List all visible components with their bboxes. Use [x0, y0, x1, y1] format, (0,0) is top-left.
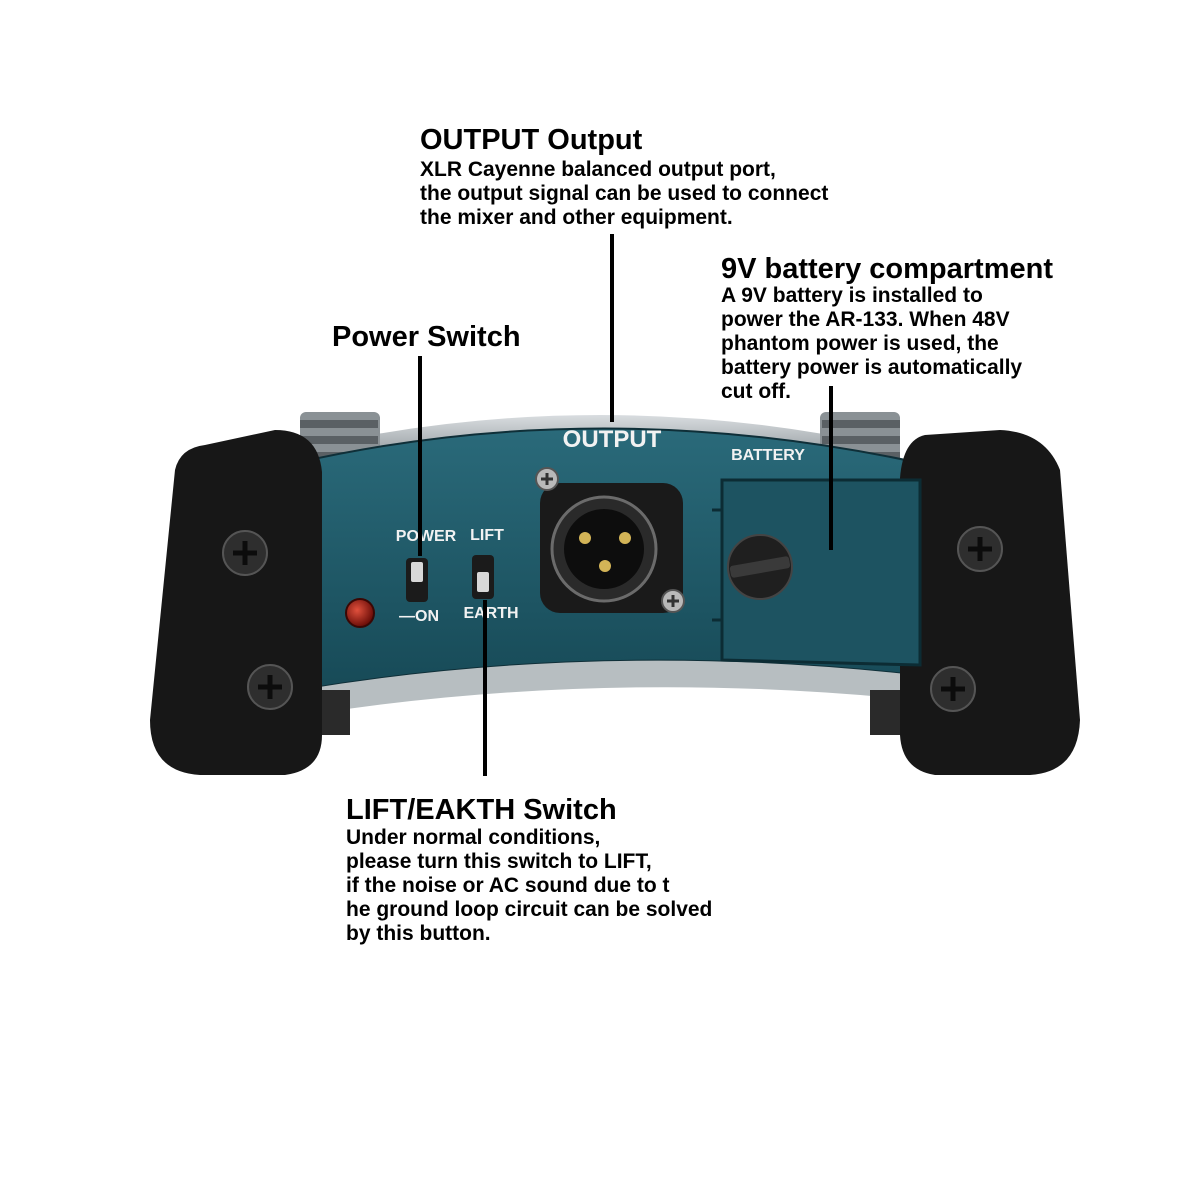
battery-description: A 9V battery is installed to power the A…: [721, 284, 1022, 404]
power-switch[interactable]: [406, 558, 428, 602]
battery-desc-line: A 9V battery is installed to: [721, 284, 983, 307]
xlr-output-connector[interactable]: [540, 483, 683, 613]
battery-title: 9V battery compartment: [721, 253, 1053, 285]
lift-leader-line: [483, 600, 487, 776]
lift-desc-line: Under normal conditions,: [346, 826, 601, 849]
housing-bottom: [300, 660, 915, 716]
panel-label-battery: BATTERY: [731, 447, 805, 464]
lift-desc-line: he ground loop circuit can be solved: [346, 898, 713, 921]
output-desc-line: XLR Cayenne balanced output port,: [420, 158, 776, 181]
battery-desc-line: power the AR-133. When 48V: [721, 308, 1010, 331]
output-title: OUTPUT Output: [420, 124, 643, 156]
screw-icon: [661, 589, 685, 613]
screw-icon: [930, 666, 976, 712]
screw-icon: [535, 467, 559, 491]
output-desc-line: the mixer and other equipment.: [420, 206, 733, 229]
panel-label-on: —ON: [399, 608, 439, 625]
battery-desc-line: battery power is automatically: [721, 356, 1023, 379]
battery-desc-line: cut off.: [721, 380, 791, 403]
battery-leader-line: [829, 386, 833, 550]
battery-desc-line: phantom power is used, the: [721, 332, 999, 355]
screw-icon: [222, 530, 268, 576]
power-led: [345, 598, 375, 628]
housing-top: [320, 415, 880, 470]
output-description: XLR Cayenne balanced output port, the ou…: [420, 158, 828, 230]
lift-desc-line: please turn this switch to LIFT,: [346, 850, 652, 873]
panel-label-output: OUTPUT: [563, 426, 662, 453]
right-bumper: [900, 430, 1080, 775]
battery-compartment[interactable]: [712, 478, 922, 667]
lift-title: LIFT/EAKTH Switch: [346, 794, 617, 826]
output-desc-line: the output signal can be used to connect: [420, 182, 829, 205]
panel-label-power: POWER: [396, 528, 457, 545]
lift-desc-line: by this button.: [346, 922, 491, 945]
lift-desc-line: if the noise or AC sound due to t: [346, 874, 670, 897]
power-title: Power Switch: [332, 321, 521, 353]
lift-earth-switch[interactable]: [472, 555, 494, 599]
output-leader-line: [610, 234, 614, 422]
screw-icon: [957, 526, 1003, 572]
power-leader-line: [418, 356, 422, 556]
panel-label-lift: LIFT: [470, 527, 504, 544]
left-bumper: [150, 430, 322, 775]
lift-description: Under normal conditions, please turn thi…: [346, 826, 712, 946]
panel-label-earth: EARTH: [463, 605, 518, 622]
screw-icon: [247, 664, 293, 710]
